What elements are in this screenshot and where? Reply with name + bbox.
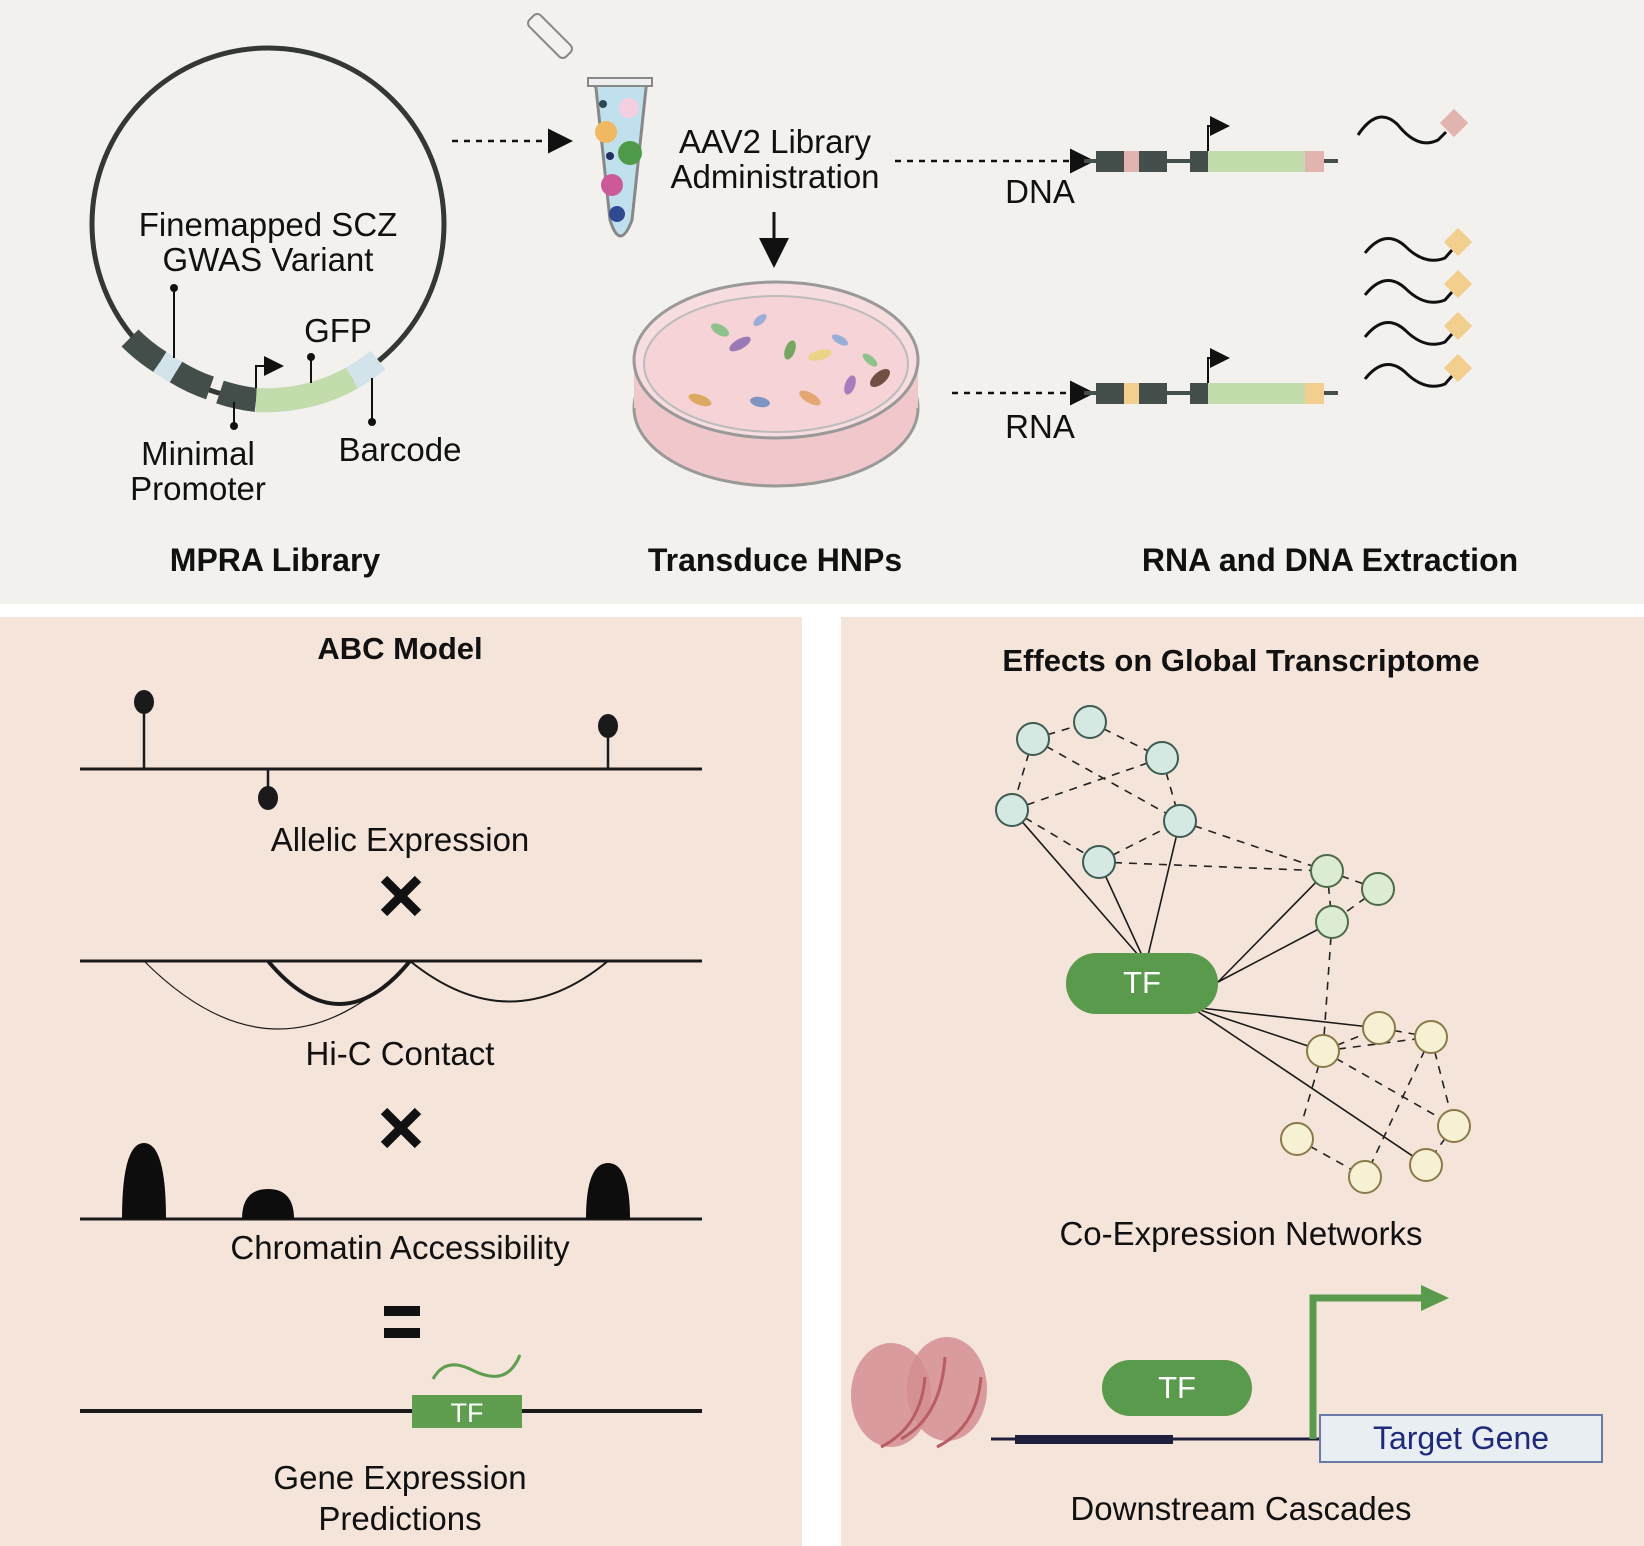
network-node	[1016, 722, 1050, 756]
abc-model-panel: ABC Model Allelic Expression Hi-C Contac…	[0, 617, 802, 1546]
network-node	[1145, 741, 1179, 775]
dna-label: DNA	[1005, 173, 1075, 210]
transduce-title: Transduce HNPs	[647, 542, 903, 578]
barcode-label: Barcode	[338, 431, 462, 468]
tf-block	[412, 1395, 522, 1428]
network-dashed-edges	[1011, 721, 1455, 1178]
tf-block-label: TF	[450, 1398, 484, 1428]
accessibility-peak	[586, 1163, 630, 1219]
plasmid-promoter	[216, 380, 258, 412]
network-node	[1362, 1011, 1396, 1045]
network-node	[1361, 872, 1395, 906]
multiply-icon	[380, 875, 422, 917]
rna-molecule	[1363, 311, 1473, 346]
accessibility-peak	[122, 1143, 166, 1219]
mpra-workflow-panel: Finemapped SCZ GWAS Variant GFP Minimal …	[0, 0, 1644, 604]
petri-dish-icon	[632, 280, 920, 488]
plasmid-gfp	[255, 367, 358, 413]
rna-construct	[1084, 348, 1338, 404]
mpra-workflow-graphics	[89, 13, 1473, 488]
chromatin-accessibility-label: Chromatin Accessibility	[230, 1229, 570, 1266]
allele-marker	[258, 786, 278, 810]
plasmid-element-1	[121, 329, 167, 373]
rna-molecule	[1363, 353, 1473, 388]
hic-arc	[266, 959, 412, 1006]
tf-hub	[1066, 953, 1218, 1014]
rna-molecule	[1363, 269, 1473, 304]
tf-binding-site	[1015, 1435, 1173, 1444]
network-node	[1163, 804, 1197, 838]
network-solid-edges	[1011, 809, 1427, 1166]
cascade-tf-label: TF	[1158, 1370, 1196, 1405]
network-node	[1280, 1122, 1314, 1156]
dna-construct	[1084, 116, 1338, 172]
transcript-icon	[431, 1354, 522, 1380]
network-node	[1306, 1034, 1340, 1068]
multiply-icon	[380, 1107, 422, 1149]
gene-expression-predictions-label: Gene Expression Predictions	[273, 1459, 527, 1538]
plasmid-barcode	[345, 350, 386, 389]
dna-molecule	[1356, 108, 1469, 145]
network-node	[1315, 905, 1349, 939]
promoter-label: Minimal Promoter	[130, 435, 266, 507]
coexpression-network-graphics	[851, 705, 1603, 1463]
gfp-label: GFP	[304, 312, 372, 349]
plasmid-variant-slot	[153, 352, 182, 383]
network-node	[1437, 1109, 1471, 1143]
hic-arc	[409, 960, 609, 1003]
network-node	[1310, 854, 1344, 888]
extraction-title: RNA and DNA Extraction	[1141, 542, 1519, 578]
network-node	[995, 793, 1029, 827]
transcriptome-title: Effects on Global Transcriptome	[1002, 643, 1480, 678]
network-node	[1348, 1160, 1382, 1194]
tss-arrow-icon	[255, 356, 284, 388]
cascade-tf	[1102, 1360, 1252, 1416]
aav-tube-icon	[527, 13, 653, 238]
downstream-cascades-label: Downstream Cascades	[1070, 1490, 1412, 1527]
allele-marker	[598, 714, 618, 738]
abc-model-graphics	[80, 690, 702, 1428]
allele-marker	[134, 690, 154, 714]
abc-title: ABC Model	[317, 631, 483, 666]
network-node	[1073, 705, 1107, 739]
network-node	[1082, 845, 1116, 879]
variant-label: Finemapped SCZ GWAS Variant	[138, 206, 398, 278]
rna-label: RNA	[1005, 408, 1075, 445]
mpra-library-title: MPRA Library	[169, 542, 381, 578]
nucleosome-icon	[851, 1337, 987, 1449]
tf-hub-label: TF	[1123, 965, 1161, 1000]
allelic-expression-label: Allelic Expression	[270, 821, 530, 858]
rna-molecule	[1363, 227, 1473, 262]
hic-contact-label: Hi-C Contact	[305, 1035, 495, 1072]
coexpression-label: Co-Expression Networks	[1059, 1215, 1423, 1252]
transcription-arrow-icon	[1309, 1294, 1421, 1439]
plasmid-element-2	[169, 361, 215, 400]
target-gene-box	[1319, 1414, 1603, 1463]
network-node	[1409, 1148, 1443, 1182]
global-transcriptome-panel: Effects on Global Transcriptome TF Co-Ex…	[841, 617, 1644, 1546]
accessibility-peak	[242, 1189, 294, 1219]
network-node	[1414, 1020, 1448, 1054]
target-gene-label: Target Gene	[1372, 1420, 1550, 1456]
equals-icon	[384, 1306, 420, 1338]
aav-label: AAV2 Library Administration	[670, 123, 880, 195]
